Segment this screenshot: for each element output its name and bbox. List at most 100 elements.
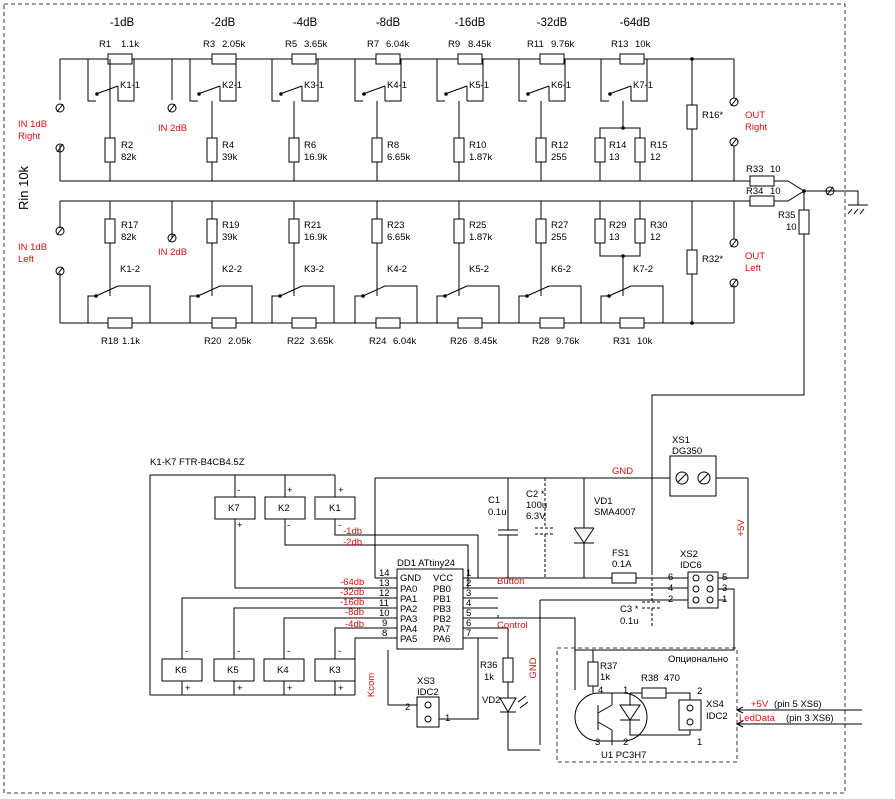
relay-k5-1: K5-1 <box>469 80 489 91</box>
r37-name: R37 <box>600 661 617 672</box>
net-control: Control <box>497 620 528 631</box>
r38-value: 470 <box>664 673 680 684</box>
value-r18: 1.1k <box>122 336 140 347</box>
header-4db: -4dB <box>293 17 318 29</box>
resistor-r35 <box>798 209 810 235</box>
pin-pa0-name: PA0 <box>400 584 417 595</box>
pin-11-num: 11 <box>379 598 389 609</box>
xs4-pin-2: 2 <box>697 686 702 697</box>
resistor-r24 <box>375 317 401 329</box>
u1-pin-1: 1 <box>623 685 628 696</box>
c2-value: 100u <box>526 500 547 511</box>
pin-10-num: 10 <box>379 608 390 619</box>
r38-name: R38 <box>641 673 658 684</box>
mcu-name: DD1 ATtiny24 <box>397 558 455 569</box>
value-r34: 10 <box>770 186 781 197</box>
u1-pin-4: 4 <box>598 685 603 696</box>
c1-name: C1 <box>488 495 500 506</box>
label-r6: R6 <box>304 140 316 151</box>
resistor-r33 <box>749 175 775 187</box>
label-r21: R21 <box>304 220 321 231</box>
in-1db-left-line1: IN 1dB <box>18 242 47 253</box>
xs2-name: XS2 <box>680 549 698 560</box>
connector-xs2 <box>687 571 719 609</box>
resistor-r37 <box>587 661 599 687</box>
resistor-r20 <box>211 317 237 329</box>
net-5v: +5V <box>736 519 747 537</box>
label-r25: R25 <box>469 220 486 231</box>
value-r5: 3.65k <box>304 39 327 50</box>
label-r31: R31 <box>613 336 630 347</box>
resistor-r18 <box>107 317 133 329</box>
value-r30: 12 <box>650 232 661 243</box>
header-64db: -64dB <box>620 17 651 29</box>
r37-value: 1k <box>600 672 610 683</box>
net-2db: -2db <box>343 537 362 548</box>
value-r27: 255 <box>551 232 567 243</box>
c1-value: 0.1u <box>488 507 507 518</box>
xs3-name: XS3 <box>417 676 435 687</box>
coil-k5-plus: + <box>237 683 243 694</box>
r36-name: R36 <box>480 660 497 671</box>
label-r13: R13 <box>611 39 628 50</box>
pin-13-num: 13 <box>379 578 390 589</box>
coil-k4-label: K4 <box>277 665 289 676</box>
coil-k6-plus: + <box>185 683 191 694</box>
board-outline <box>3 3 846 794</box>
pin-pa5-name: PA5 <box>400 634 417 645</box>
pin-pa4-name: PA4 <box>400 624 417 635</box>
value-r35: 10 <box>786 222 797 233</box>
output-terminals <box>729 97 835 288</box>
in-2db-bottom: IN 2dB <box>158 247 187 258</box>
pin-7-num: 7 <box>466 628 471 639</box>
label-r29: R29 <box>609 220 626 231</box>
relay-k3-2: K3-2 <box>304 264 324 275</box>
coil-k1-label: K1 <box>329 503 341 514</box>
mcu-dd1 <box>396 568 464 650</box>
coil-k3-plus: + <box>338 683 344 694</box>
fuse-fs1 <box>611 572 637 584</box>
pin-12-num: 12 <box>379 588 390 599</box>
value-r24: 6.04k <box>393 336 416 347</box>
header-2db: -2dB <box>211 17 236 29</box>
label-r4: R4 <box>222 140 234 151</box>
value-r6: 16.9k <box>304 152 327 163</box>
label-r28: R28 <box>532 336 549 347</box>
vd1-type: SMA4007 <box>594 507 636 518</box>
resistor-r32 <box>686 249 698 275</box>
label-r33: R33 <box>746 164 763 175</box>
pin-14-num: 14 <box>379 568 390 579</box>
net-64db: -64db <box>340 577 364 588</box>
in-1db-right-line1: IN 1dB <box>18 119 47 130</box>
xs1-type: DG350 <box>672 446 702 457</box>
out-left-line2: Left <box>745 263 761 274</box>
relay-k1-1: K1-1 <box>120 80 140 91</box>
label-r20: R20 <box>204 336 221 347</box>
label-r19: R19 <box>222 220 239 231</box>
pin-2-num: 2 <box>466 578 471 589</box>
net-4db: -4db <box>345 619 364 630</box>
c2-name: C2 * <box>526 489 545 500</box>
right-channel: R1 1.1k R3 2.05k R5 3.65k R7 6.04k R9 8.… <box>60 39 735 181</box>
xs4-pin-1: 1 <box>697 737 702 748</box>
pin-pa1-name: PA1 <box>400 594 417 605</box>
shunt-resistors-left <box>104 201 698 325</box>
led-vd2 <box>499 697 540 751</box>
coil-k5-minus: - <box>237 646 240 657</box>
label-r16: R16* <box>702 110 723 121</box>
pin-vcc-name: VCC <box>433 573 453 584</box>
coil-k2-plus: + <box>287 485 293 496</box>
resistor-r22 <box>291 317 317 329</box>
resistor-r5 <box>291 53 317 65</box>
resistor-r1 <box>107 53 133 65</box>
value-r8: 6.65k <box>387 152 410 163</box>
pin-4-num: 4 <box>466 598 471 609</box>
label-r8: R8 <box>387 140 399 151</box>
value-r13: 10k <box>635 39 651 50</box>
relay-type-label: K1-K7 FTR-B4CB4.5Z <box>150 457 245 468</box>
coil-k3-label: K3 <box>329 665 341 676</box>
pin-pb1-name: PB1 <box>433 594 451 605</box>
vd2-name: VD2 <box>482 695 500 706</box>
label-r27: R27 <box>551 220 568 231</box>
relay-coils-top <box>149 474 356 695</box>
